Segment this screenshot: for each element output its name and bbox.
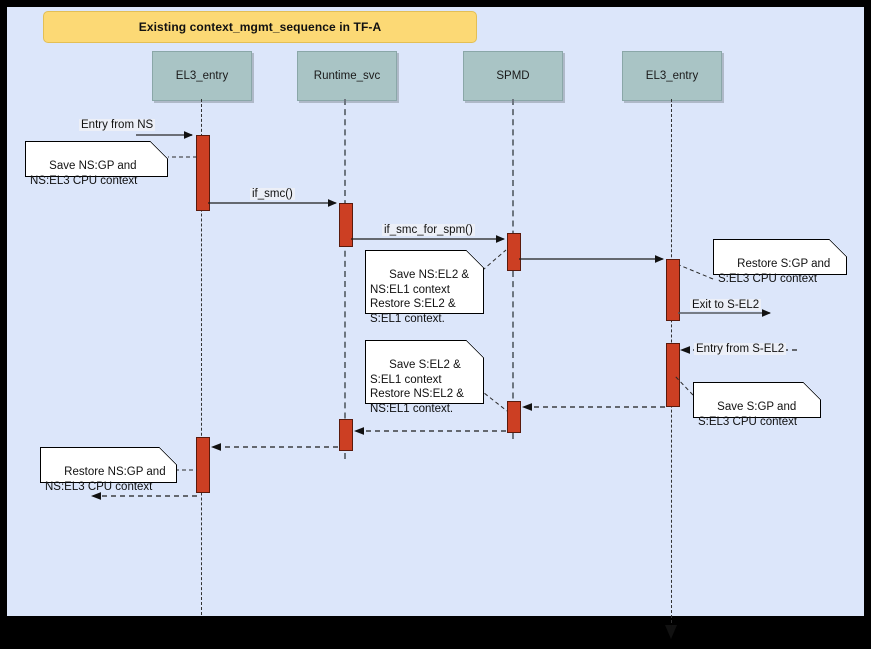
note-save-s-el2-restore-ns-el2: Save S:EL2 & S:EL1 context Restore NS:EL… — [365, 340, 484, 415]
note-text: Restore NS:GP and NS:EL3 CPU context — [45, 466, 166, 493]
note-save-s-gp: Save S:GP and S:EL3 CPU context — [693, 382, 821, 428]
activation-bar-el3-entry-left-2 — [196, 437, 210, 493]
message-label-exit-to-s-el2: Exit to S-EL2 — [690, 299, 762, 311]
diagram-title: Existing context_mgmt_sequence in TF-A — [138, 20, 382, 34]
note-restore-ns-gp: Restore NS:GP and NS:EL3 CPU context — [40, 447, 177, 493]
note-fold-corner — [803, 382, 821, 400]
lifeline-header-el3-entry-left[interactable]: EL3_entry — [152, 51, 252, 101]
note-fold-corner — [150, 141, 168, 159]
lifeline-line-runtime-svc — [344, 99, 346, 459]
message-label-entry-from-s-el2: Entry from S-EL2 — [694, 343, 787, 355]
note-text: Save S:GP and S:EL3 CPU context — [698, 401, 798, 428]
lifeline-label: SPMD — [496, 70, 530, 82]
note-fold-corner — [829, 239, 847, 257]
note-restore-s-gp: Restore S:GP and S:EL3 CPU context — [713, 239, 847, 285]
message-label-if-smc-for-spm: if_smc_for_spm() — [382, 224, 475, 236]
note-text: Save S:EL2 & S:EL1 context Restore NS:EL… — [370, 359, 464, 415]
activation-bar-spmd-2 — [507, 401, 521, 433]
note-save-ns-gp: Save NS:GP and NS:EL3 CPU context — [25, 141, 168, 187]
lifeline-label: EL3_entry — [175, 70, 229, 82]
activation-bar-runtime-svc-2 — [339, 419, 353, 451]
note-fold-corner — [466, 340, 484, 358]
activation-bar-spmd-1 — [507, 233, 521, 271]
note-text: Save NS:EL2 & NS:EL1 context Restore S:E… — [370, 269, 470, 325]
note-fold-corner — [466, 250, 484, 268]
diagram-canvas: Existing context_mgmt_sequence in TF-A E… — [6, 6, 865, 639]
lifeline-label: EL3_entry — [645, 70, 699, 82]
diagram-title-banner: Existing context_mgmt_sequence in TF-A — [43, 11, 477, 43]
note-text: Save NS:GP and NS:EL3 CPU context — [30, 160, 138, 187]
lifeline-header-spmd[interactable]: SPMD — [463, 51, 563, 101]
lifeline-line-el3-entry-left — [201, 99, 202, 615]
activation-bar-el3-entry-right-2 — [666, 343, 680, 407]
activation-bar-el3-entry-right-1 — [666, 259, 680, 321]
activation-bar-runtime-svc-1 — [339, 203, 353, 247]
note-fold-corner — [159, 447, 177, 465]
lifeline-header-runtime-svc[interactable]: Runtime_svc — [297, 51, 397, 101]
message-label-if-smc: if_smc() — [250, 188, 295, 200]
activation-bar-el3-entry-left-1 — [196, 135, 210, 211]
note-save-ns-el2-restore-s-el2: Save NS:EL2 & NS:EL1 context Restore S:E… — [365, 250, 484, 325]
note-connector-3 — [678, 264, 714, 280]
note-text: Restore S:GP and S:EL3 CPU context — [718, 258, 831, 285]
message-label-entry-from-ns: Entry from NS — [79, 119, 156, 131]
lifeline-header-el3-entry-right[interactable]: EL3_entry — [622, 51, 722, 101]
lifeline-label: Runtime_svc — [313, 70, 381, 82]
